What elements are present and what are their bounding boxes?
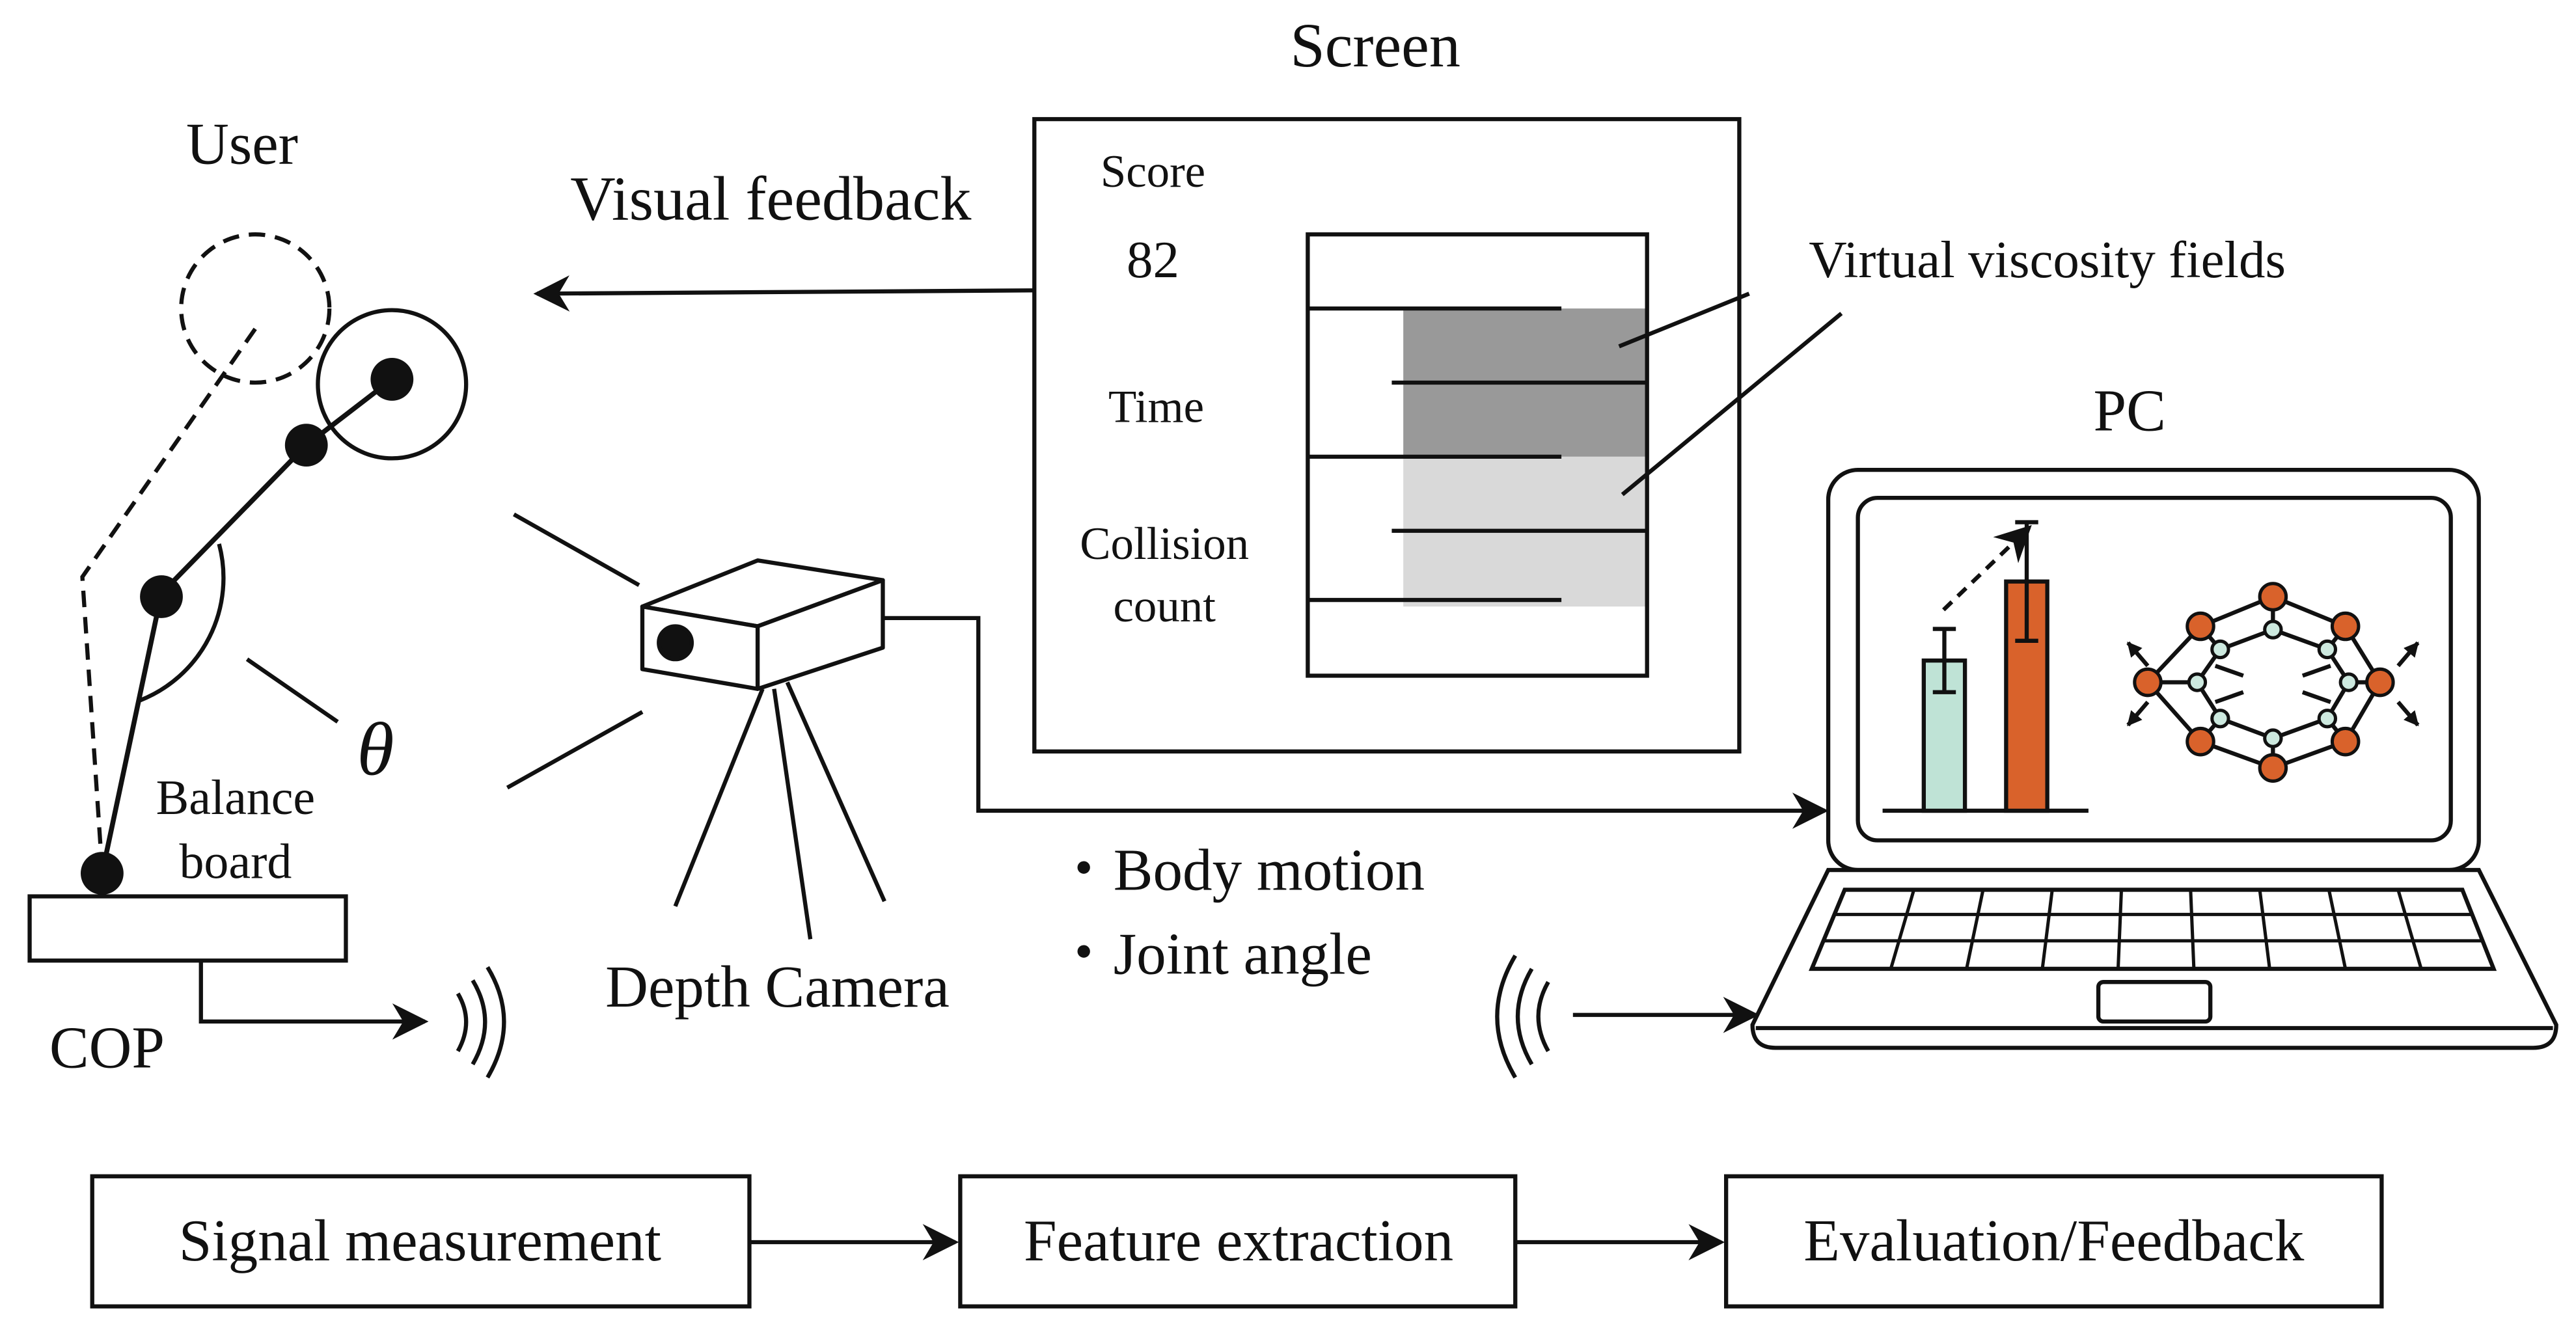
network-dash [2214,664,2244,678]
laptop-network-icon [2126,582,2420,783]
trend-arrow [1942,524,2032,612]
pipeline: Signal measurement Feature extraction Ev… [90,1174,2384,1309]
network-node-inner [2210,639,2230,660]
wireless-signal-icon [456,966,506,1079]
joint-head [370,358,414,401]
theta-label: θ [357,707,394,791]
screen-label: Screen [1290,10,1460,80]
joint-ankle [81,852,124,895]
network-node-outer [2365,667,2395,698]
step-evaluation-feedback: Evaluation/Feedback [1803,1208,2304,1273]
network-node-inner [2263,619,2283,640]
network-node-inner [2263,728,2283,748]
network-arrow [2396,641,2420,668]
camera-to-pc-arrow [883,616,1829,829]
network-dash [2214,690,2244,704]
dashed-body [80,320,262,871]
camera-view-lines [506,512,644,790]
network-node-inner [2317,709,2338,729]
dashed-head [179,232,332,385]
joint-hip [140,575,183,618]
step-signal-measurement-box [90,1174,752,1309]
step-feature-extraction: Feature extraction [1024,1208,1453,1273]
network-node-inner [2210,709,2230,729]
user-joints [81,358,414,895]
score-value: 82 [1127,230,1179,289]
laptop-icon [1750,467,2558,1050]
angle-arc [139,543,226,703]
collision-label-line2: count [1113,581,1216,632]
body-motion-label: ・Body motion [1054,837,1425,903]
user-label: User [186,111,298,176]
network-dash [2301,664,2331,678]
network-node-outer [2258,582,2288,612]
balance-board [27,894,348,963]
game-area [1306,232,1649,678]
viscosity-leaders [1618,292,1843,496]
depth-camera-icon [640,558,886,940]
keyboard-area [1809,888,2497,971]
obstacle-bars [1308,306,1647,603]
touchpad [2096,979,2213,1024]
chart-bars [1921,520,2049,813]
network-node-outer [2330,611,2361,642]
network-node-outer [2133,667,2163,698]
laptop-bar-chart [1882,520,2089,813]
cop-label: COP [49,1015,165,1081]
network-node-outer [2185,726,2215,757]
step-feature-extraction-box [958,1174,1518,1309]
network-arrow [2126,700,2150,727]
time-label: Time [1108,382,1204,433]
depth-camera-label: Depth Camera [605,954,950,1020]
network-arrow [2396,700,2420,727]
cop-arrow [199,960,429,1040]
network-node-outer [2258,753,2288,783]
error-bar [1932,627,1956,694]
score-label: Score [1101,146,1205,197]
virtual-fields-label: Virtual viscosity fields [1809,230,2286,289]
step-evaluation-feedback-box [1724,1174,2384,1309]
network-node-inner [2338,672,2359,692]
step-signal-measurement: Signal measurement [179,1208,661,1273]
head-circle [316,308,469,461]
balance-label-line2: board [179,835,292,889]
user-figure [80,232,469,874]
balance-label-line1: Balance [156,770,315,825]
visual-feedback-label: Visual feedback [570,163,972,233]
visual-feedback-arrow [533,275,1035,312]
network-dash [2301,690,2331,704]
collision-label-line1: Collision [1080,519,1249,569]
network-node-outer [2330,726,2361,757]
body-line [100,377,394,874]
pc-label: PC [2093,377,2165,443]
pc-wireless-signal-icon [1495,955,1550,1079]
network-arrow [2126,641,2150,668]
network-node-outer [2185,611,2215,642]
network-node-inner [2187,672,2208,692]
keyboard-keys [1825,889,2482,970]
joint-shoulder [284,424,328,467]
theta-leader [245,657,339,724]
joint-angle-label: ・Joint angle [1054,921,1372,987]
network-node-inner [2317,639,2338,660]
